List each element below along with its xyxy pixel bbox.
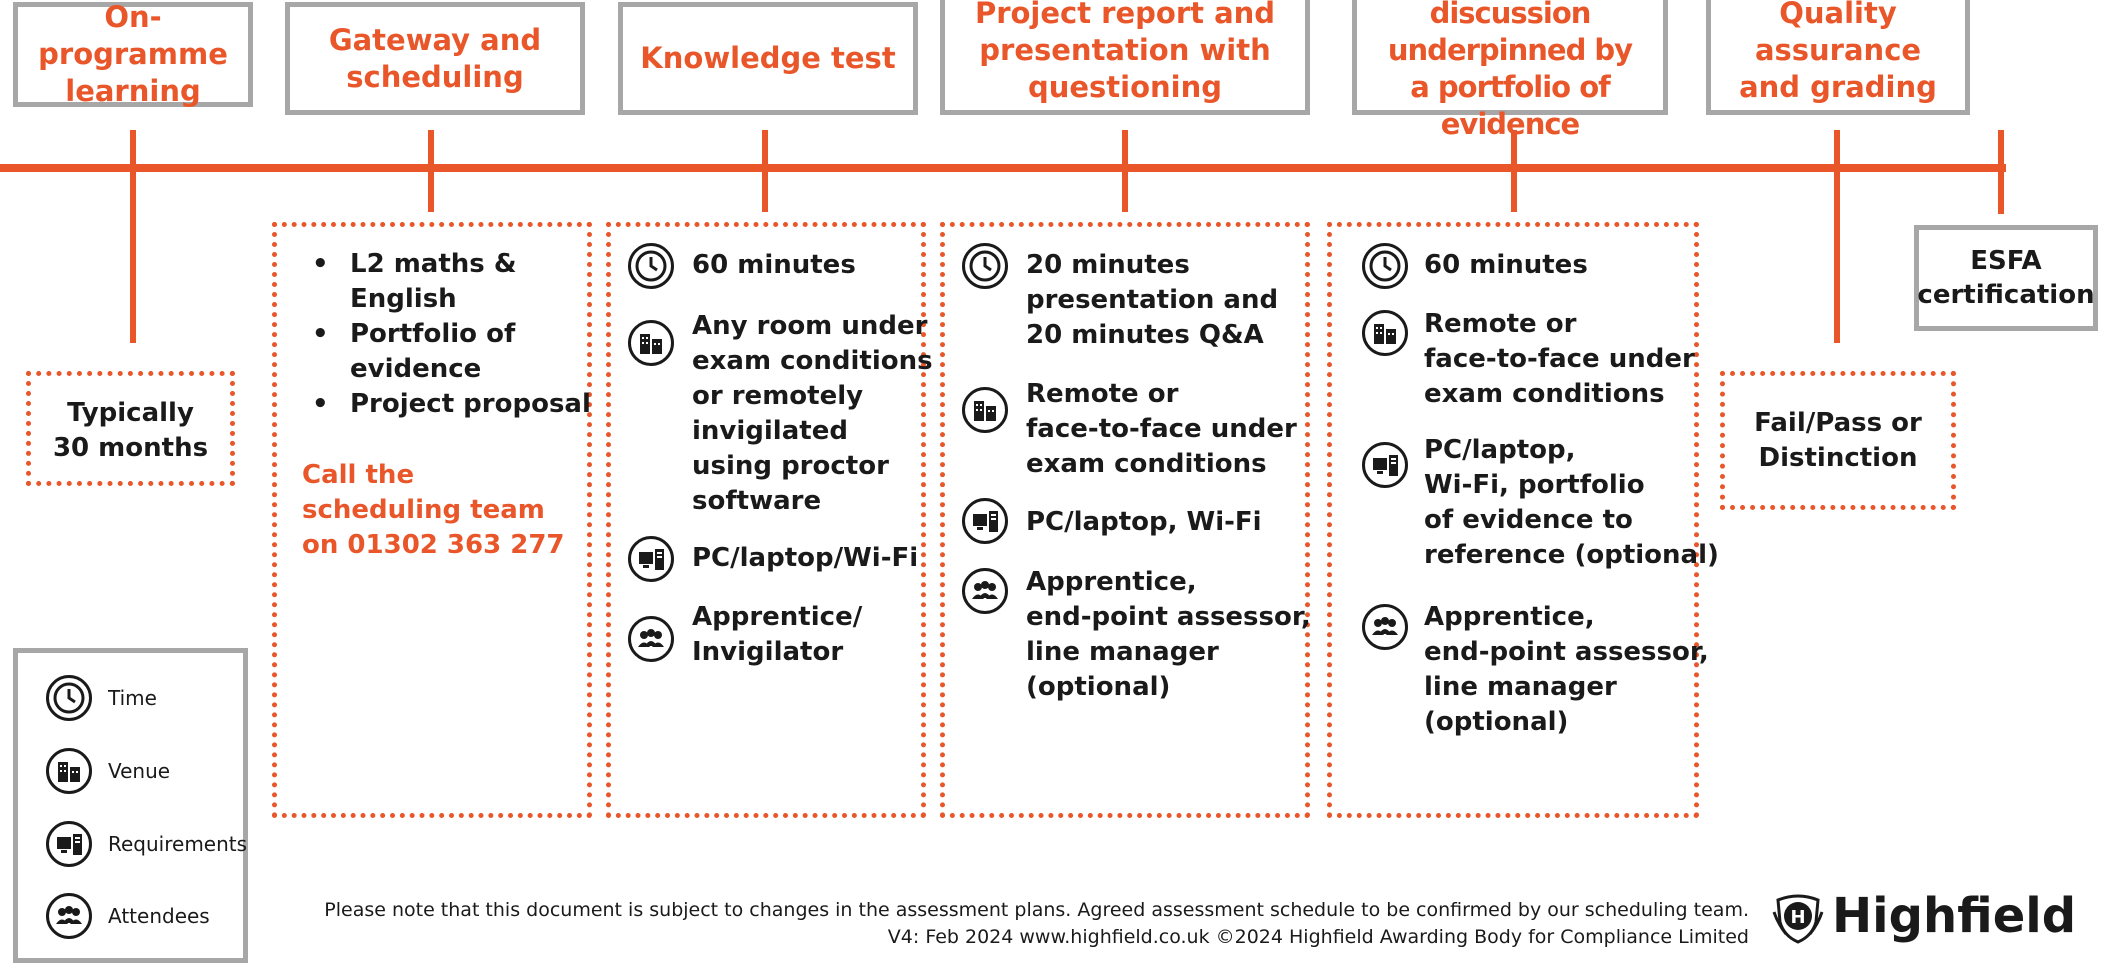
- legend-venue-label: Venue: [108, 759, 171, 783]
- building-icon: [46, 748, 92, 794]
- tick-gateway: [428, 130, 434, 212]
- stage-knowledge-test: Knowledge test: [618, 2, 918, 115]
- timeline-axis: [0, 164, 2006, 172]
- building-icon: [628, 320, 674, 366]
- legend-attendees-label: Attendees: [108, 904, 210, 928]
- gateway-requirements-list: L2 maths & English Portfolio of evidence…: [302, 247, 592, 422]
- project-venue: Remote or face-to-face under exam condit…: [1026, 379, 1297, 479]
- grading-text: Fail/Pass or Distinction: [1754, 408, 1922, 473]
- knowledge-attendees: Apprentice/ Invigilator: [692, 602, 863, 667]
- legend-requirements-label: Requirements: [108, 832, 248, 856]
- duration-box: [26, 371, 235, 486]
- knowledge-venue: Any room under exam conditions or remote…: [692, 311, 933, 516]
- clock-icon: [628, 243, 674, 289]
- people-icon: [962, 568, 1008, 614]
- clock-icon: [1362, 243, 1408, 289]
- discussion-attendees: Apprentice, end-point assessor, line man…: [1424, 602, 1709, 737]
- knowledge-time: 60 minutes: [692, 250, 856, 280]
- computer-icon: [628, 536, 674, 582]
- footer-disclaimer: Please note that this document is subjec…: [324, 899, 1749, 921]
- highfield-shield-icon: H: [1772, 892, 1824, 946]
- project-time: 20 minutes presentation and 20 minutes Q…: [1026, 250, 1279, 350]
- knowledge-requirements: PC/laptop/Wi-Fi: [692, 543, 919, 573]
- stage-on-programme-learning: On-programme learning: [13, 0, 253, 108]
- timeline-end-tick: [1998, 130, 2004, 214]
- list-item: L2 maths & English: [302, 247, 592, 317]
- stage-gateway-scheduling: Gateway and scheduling: [285, 2, 585, 115]
- tick-quality: [1834, 130, 1840, 343]
- discussion-venue: Remote or face-to-face under exam condit…: [1424, 309, 1695, 409]
- computer-icon: [46, 821, 92, 867]
- building-icon: [1362, 310, 1408, 356]
- tick-project: [1122, 130, 1128, 212]
- stage-professional-discussion: Professional discussion underpinned by a…: [1352, 0, 1668, 141]
- duration-text: Typically 30 months: [52, 398, 209, 463]
- grading-box: [1720, 371, 1956, 510]
- computer-icon: [1362, 442, 1408, 488]
- discussion-requirements: PC/laptop, Wi-Fi, portfolio of evidence …: [1424, 435, 1719, 570]
- stage-quality-assurance: Quality assurance and grading: [1706, 0, 1970, 115]
- clock-icon: [46, 675, 92, 721]
- clock-icon: [962, 243, 1008, 289]
- esfa-certification-box: ESFA certification: [1914, 225, 2098, 331]
- project-requirements: PC/laptop, Wi-Fi: [1026, 507, 1262, 537]
- people-icon: [1362, 604, 1408, 650]
- stage-project-report: Project report and presentation with que…: [940, 0, 1310, 115]
- project-attendees: Apprentice, end-point assessor, line man…: [1026, 567, 1311, 702]
- svg-text:H: H: [1790, 907, 1805, 928]
- list-item: Project proposal: [302, 387, 592, 422]
- tick-knowledge: [762, 130, 768, 212]
- people-icon: [46, 893, 92, 939]
- footer-version: V4: Feb 2024 www.highfield.co.uk ©2024 H…: [887, 926, 1749, 948]
- computer-icon: [962, 498, 1008, 544]
- legend-time-label: Time: [108, 686, 157, 710]
- building-icon: [962, 387, 1008, 433]
- scheduling-call-text: Call the scheduling team on 01302 363 27…: [302, 460, 565, 560]
- discussion-time: 60 minutes: [1424, 250, 1588, 280]
- tick-on-programme: [130, 130, 136, 343]
- tick-discussion: [1511, 130, 1517, 212]
- highfield-logo-text: Highfield: [1832, 888, 2077, 944]
- people-icon: [628, 616, 674, 662]
- list-item: Portfolio of evidence: [302, 317, 592, 387]
